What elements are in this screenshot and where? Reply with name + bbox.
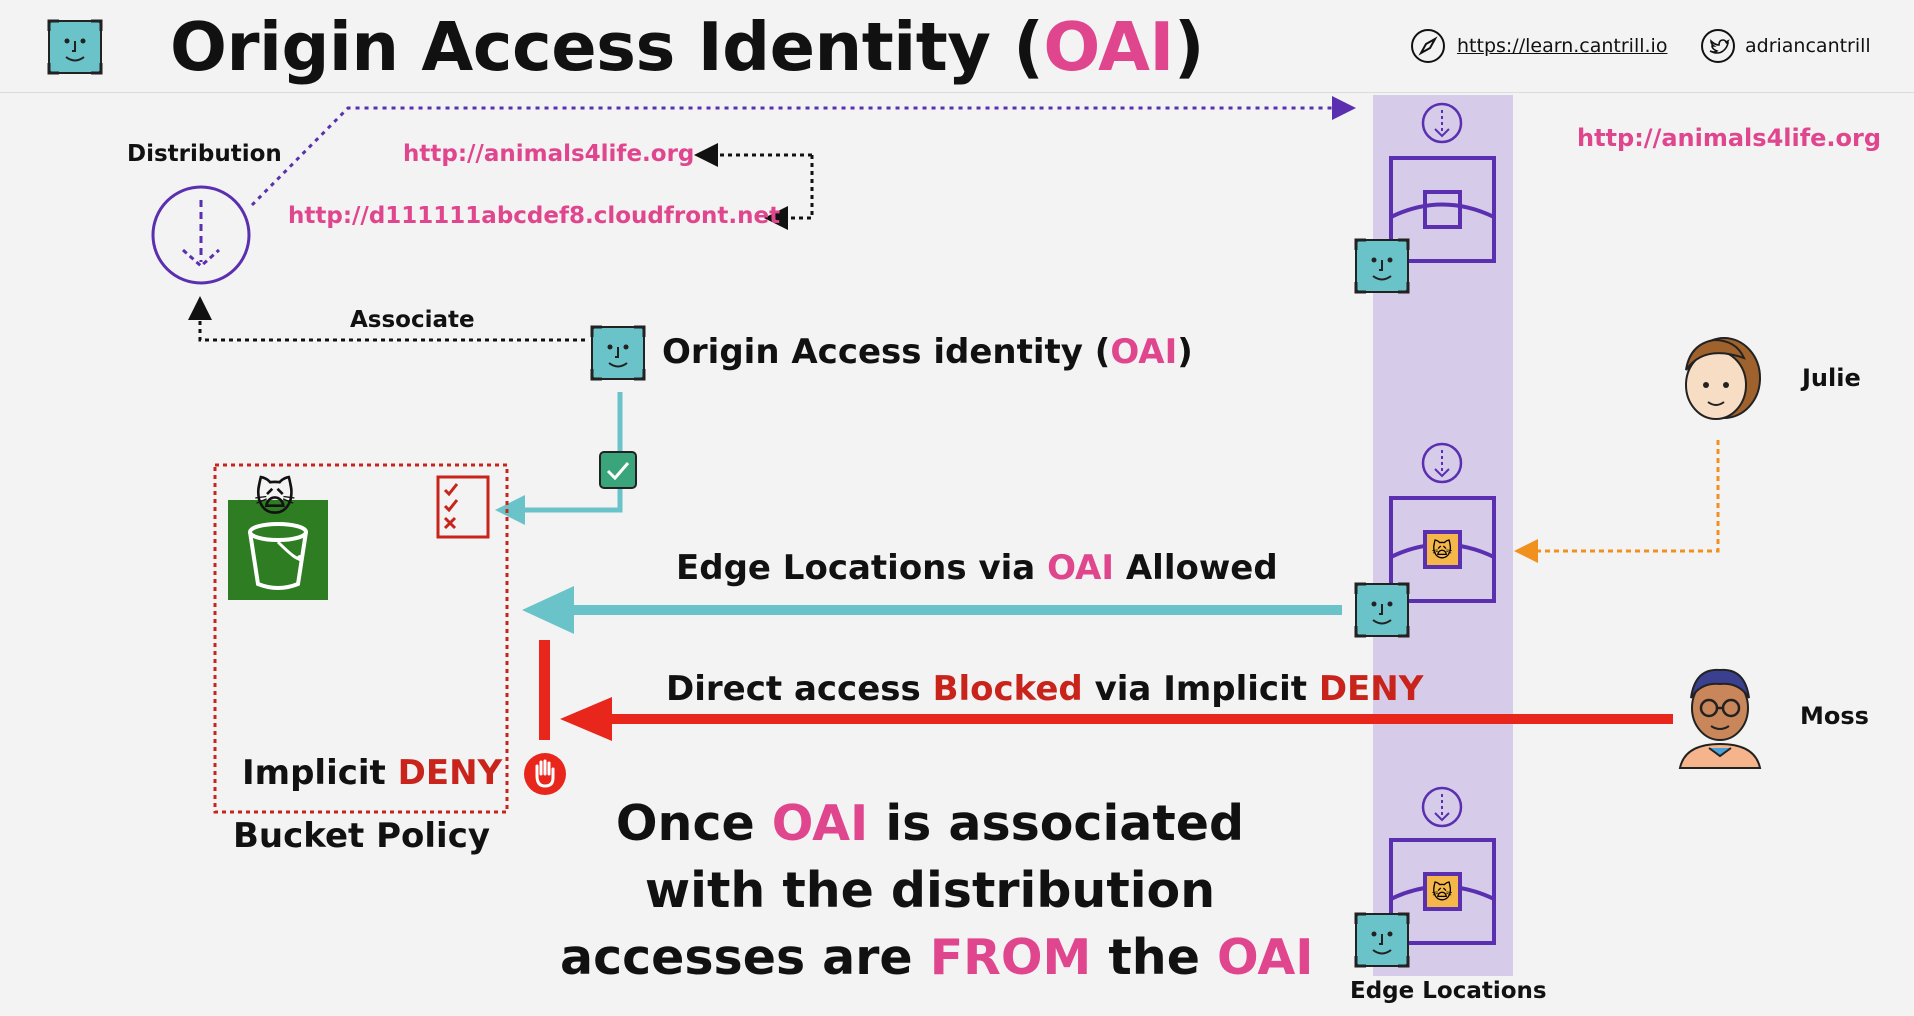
blocked-arrow-head [560, 697, 612, 741]
page-title: Origin Access Identity (OAI) [170, 8, 1204, 86]
svg-text:🙀: 🙀 [1432, 880, 1453, 904]
moss-label: Moss [1800, 702, 1869, 730]
associate-arrow [188, 296, 585, 342]
oai-to-policy-line [495, 392, 623, 525]
stop-hand-icon [523, 752, 567, 800]
edge-oai-icon-1 [1354, 238, 1410, 298]
edge-locations-label: Edge Locations [1350, 978, 1547, 1004]
allowed-label: Edge Locations via OAI Allowed [676, 548, 1278, 588]
moss-avatar [1675, 662, 1765, 774]
url-bracket-line [764, 155, 814, 230]
allowed-arrow-head [522, 586, 574, 634]
alias-url: http://animals4life.org [403, 141, 695, 167]
edge-oai-icon-3 [1354, 912, 1410, 972]
edge-url: http://animals4life.org [1577, 124, 1882, 152]
bucket-policy-label: Bucket Policy [233, 816, 491, 856]
implicit-deny-label: Implicit DENY [242, 753, 503, 793]
compass-icon [1410, 28, 1446, 68]
policy-checklist-icon [435, 474, 491, 544]
blocked-label: Direct access Blocked via Implicit DENY [666, 669, 1424, 709]
edge-location-3: 🙀 [1389, 786, 1496, 945]
distribution-icon [151, 185, 251, 285]
oai-logo-icon [47, 19, 103, 79]
svg-text:🙀: 🙀 [1432, 538, 1453, 562]
associate-label: Associate [350, 307, 475, 333]
block-bar [539, 640, 550, 740]
permission-check-icon [598, 450, 638, 494]
edge-location-2: 🙀 [1389, 442, 1496, 603]
distribution-to-edge-line [250, 96, 1356, 207]
distribution-label: Distribution [127, 141, 282, 167]
julie-avatar [1674, 330, 1764, 434]
julie-request-arrow [1514, 440, 1720, 563]
summary-text: Once OAI is associated with the distribu… [560, 795, 1314, 986]
cat-icon: 🙀 [254, 475, 296, 521]
twitter-handle[interactable]: adriancantrill [1745, 35, 1871, 57]
edge-location-1 [1389, 102, 1496, 263]
cloudfront-url: http://d111111abcdef8.cloudfront.net [288, 203, 781, 229]
oai-icon [590, 325, 646, 385]
oai-label: Origin Access identity (OAI) [662, 332, 1193, 372]
edge-oai-icon-2 [1354, 582, 1410, 642]
website-link[interactable]: https://learn.cantrill.io [1457, 35, 1668, 57]
bucket-policy-box [213, 463, 509, 814]
twitter-icon [1700, 28, 1736, 68]
s3-bucket-icon [228, 500, 328, 604]
julie-label: Julie [1802, 364, 1861, 392]
header-divider [0, 92, 1914, 93]
